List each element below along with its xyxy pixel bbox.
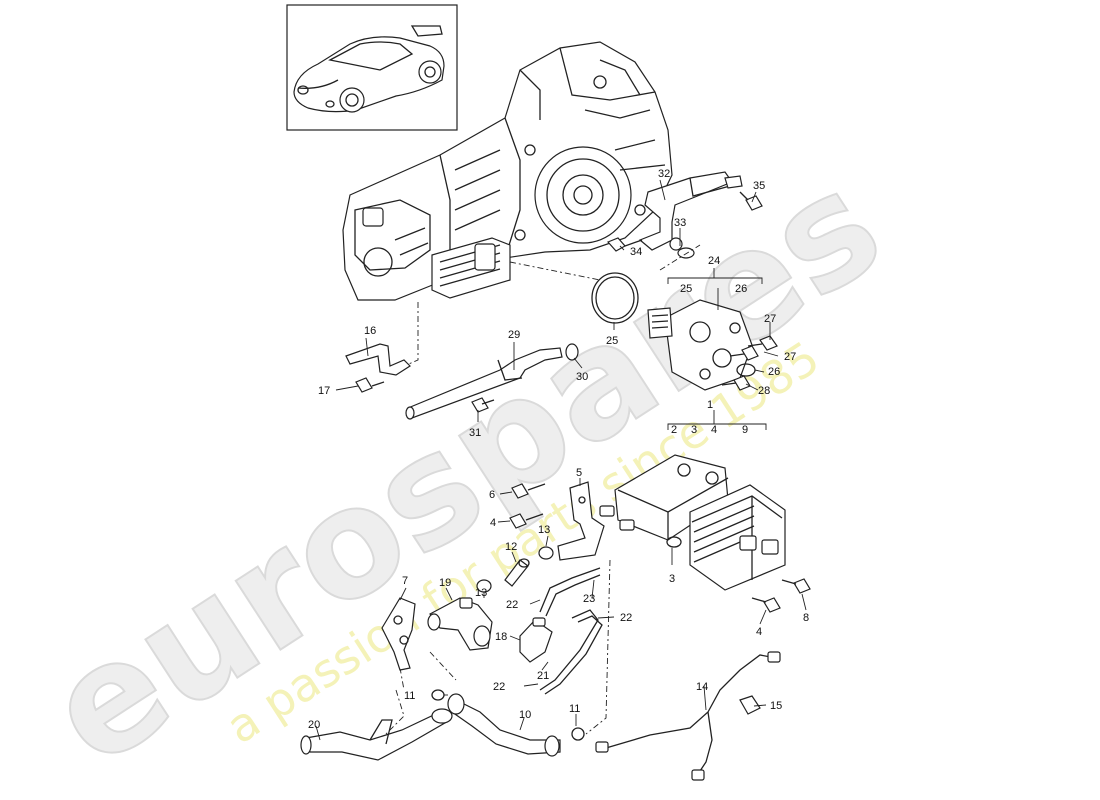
callout-1: 1: [707, 399, 713, 411]
callout-4: 4: [490, 517, 496, 529]
callout-4: 4: [756, 626, 762, 638]
callout-24: 24: [708, 255, 720, 267]
transmission-housing: [342, 41, 673, 301]
callout-28: 28: [758, 385, 770, 397]
callout-2: 2: [671, 424, 677, 436]
callout-30: 30: [576, 371, 588, 383]
pipe-29: [405, 343, 579, 420]
hose-20: [300, 708, 453, 761]
valve-19: [427, 597, 493, 651]
callout-17: 17: [318, 385, 330, 397]
callout-19: 19: [439, 577, 451, 589]
vehicle-thumbnail[interactable]: [286, 4, 458, 131]
callout-22: 22: [493, 681, 505, 693]
callout-32: 32: [658, 168, 670, 180]
callout-21: 21: [537, 670, 549, 682]
sensor-15: [739, 695, 761, 715]
callout-22: 22: [620, 612, 632, 624]
oil-cooler-assembly-1: [599, 454, 786, 591]
callout-3: 3: [669, 573, 675, 585]
valve-assembly-24: [647, 299, 753, 391]
callout-31: 31: [469, 427, 481, 439]
callout-9: 9: [742, 424, 748, 436]
hoses: [476, 546, 603, 695]
callout-14: 14: [696, 681, 708, 693]
wiring-harness-14: [595, 651, 781, 781]
callout-29: 29: [508, 329, 520, 341]
group-brackets: [667, 268, 767, 430]
callout-26: 26: [735, 283, 747, 295]
callout-22: 22: [506, 599, 518, 611]
callout-labels: 1 2 3 4 9 3 4 4 5 6 7 8 10 11 11 12 13 1…: [308, 168, 809, 731]
bracket-5: [557, 481, 605, 561]
leader-lines: [315, 179, 807, 741]
callout-3: 3: [691, 424, 697, 436]
callout-11: 11: [404, 690, 415, 702]
callout-13: 13: [475, 587, 487, 599]
callout-27: 27: [784, 351, 796, 363]
callout-20: 20: [308, 719, 320, 731]
callout-25: 25: [606, 335, 618, 347]
bolts-27-28: [721, 335, 778, 391]
bracket-7: [381, 597, 416, 671]
bracket-16: [345, 343, 411, 393]
callout-5: 5: [576, 467, 582, 479]
hose-10: [447, 693, 561, 757]
car-icon: [293, 25, 445, 113]
bolts-4-6-8: [509, 483, 811, 613]
assembly-lines: [385, 244, 701, 735]
callout-8: 8: [803, 612, 809, 624]
callout-7: 7: [402, 575, 408, 587]
callout-27: 27: [764, 313, 776, 325]
callout-6: 6: [489, 489, 495, 501]
housing-oil-cooler: [431, 237, 511, 299]
callout-23: 23: [583, 593, 595, 605]
o-ring-25: [591, 272, 639, 324]
callout-10: 10: [519, 709, 531, 721]
callout-33: 33: [674, 217, 686, 229]
callout-11: 11: [569, 703, 580, 715]
callout-34: 34: [630, 246, 642, 258]
callout-26: 26: [768, 366, 780, 378]
callout-15: 15: [770, 700, 782, 712]
callout-12: 12: [505, 541, 517, 553]
callout-4: 4: [711, 424, 717, 436]
callout-25: 25: [680, 283, 692, 295]
callout-13: 13: [538, 524, 550, 536]
callout-16: 16: [364, 325, 376, 337]
callout-35: 35: [753, 180, 765, 192]
callout-18: 18: [495, 631, 507, 643]
